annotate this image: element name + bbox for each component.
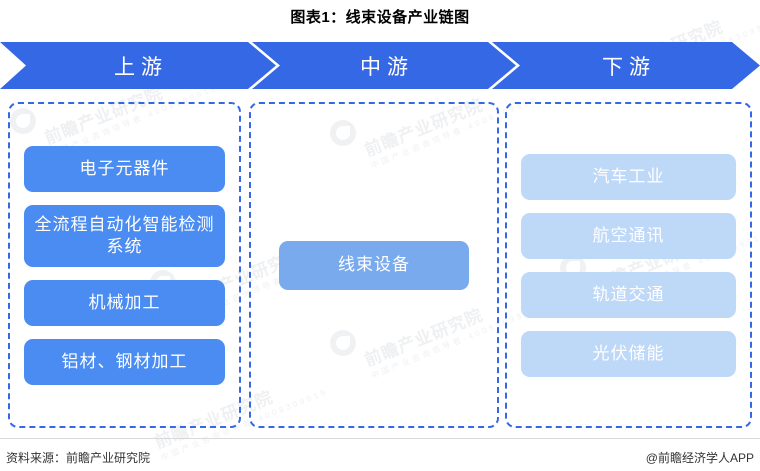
stage-arrow-upstream[interactable]: 上游: [0, 42, 276, 89]
chart-title: 图表1：线束设备产业链图: [290, 9, 470, 26]
stage-arrow-band: 上游 中游 下游: [0, 42, 760, 89]
upstream-node[interactable]: 全流程自动化智能检测系统: [24, 204, 225, 267]
stage-label-upstream: 上游: [114, 55, 168, 79]
footer: 资料来源：前瞻产业研究院 @前瞻经济学人APP: [0, 443, 760, 471]
downstream-column: 汽车工业 航空通讯 轨道交通 光伏储能: [505, 102, 752, 428]
upstream-node[interactable]: 铝材、钢材加工: [24, 338, 225, 385]
footer-divider: [0, 438, 760, 439]
midstream-column: 线束设备: [249, 102, 499, 428]
source-note: 资料来源：前瞻产业研究院: [6, 450, 151, 465]
upstream-column: 电子元器件 全流程自动化智能检测系统 机械加工 铝材、钢材加工: [8, 102, 241, 428]
stage-label-midstream: 中游: [360, 55, 414, 79]
midstream-node[interactable]: 线束设备: [279, 240, 469, 290]
stage-arrow-midstream[interactable]: 中游: [252, 42, 516, 89]
downstream-node[interactable]: 轨道交通: [521, 271, 736, 318]
upstream-node[interactable]: 电子元器件: [24, 145, 225, 192]
stage-arrow-downstream[interactable]: 下游: [492, 42, 760, 89]
downstream-node[interactable]: 航空通讯: [521, 212, 736, 259]
downstream-node[interactable]: 汽车工业: [521, 153, 736, 200]
downstream-node[interactable]: 光伏储能: [521, 330, 736, 377]
upstream-node[interactable]: 机械加工: [24, 279, 225, 326]
attribution-note: @前瞻经济学人APP: [645, 450, 754, 465]
stage-label-downstream: 下游: [602, 55, 656, 79]
